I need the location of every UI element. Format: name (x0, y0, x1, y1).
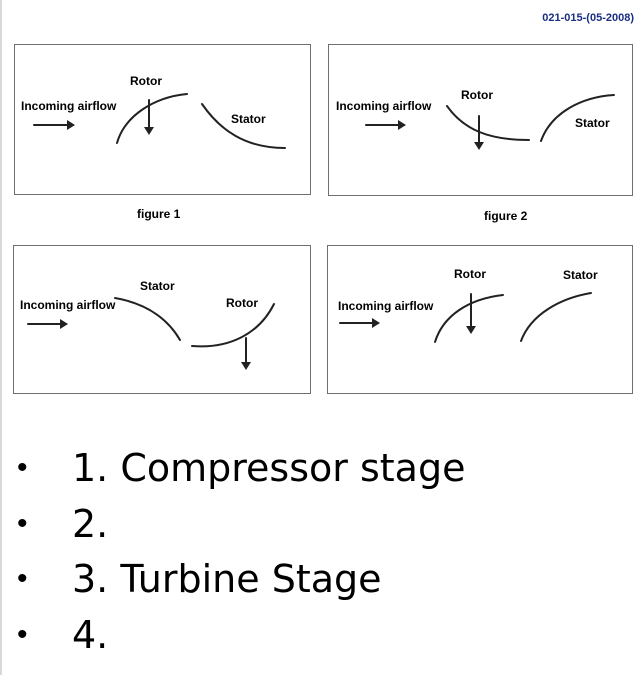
airflow-arrowhead (60, 319, 68, 329)
stator-label: Stator (563, 268, 598, 282)
rotor-blade (434, 294, 504, 343)
stator-blade (114, 297, 181, 341)
list-item-text: 1. Compressor stage (72, 446, 466, 490)
incoming-airflow-label: Incoming airflow (20, 298, 116, 312)
figure-2-caption: figure 2 (484, 209, 528, 223)
rotor-label: Rotor (461, 88, 493, 102)
figure-2-panel: Incoming airflow Rotor Stator (328, 44, 633, 196)
rotor-label: Rotor (454, 267, 486, 281)
incoming-airflow-label: Incoming airflow (336, 99, 432, 113)
rotor-label: Rotor (226, 296, 258, 310)
incoming-airflow-label: Incoming airflow (21, 99, 117, 113)
incoming-airflow-label: Incoming airflow (338, 299, 434, 313)
stator-label: Stator (231, 112, 266, 126)
rotor-label: Rotor (130, 74, 162, 88)
list-item: • 1. Compressor stage (0, 446, 640, 504)
airflow-arrowhead (67, 120, 75, 130)
figure-1-panel: Incoming airflow Rotor Stator (14, 44, 311, 195)
figure-1-caption: figure 1 (137, 207, 181, 221)
bullet-icon: • (17, 562, 28, 595)
figure-4-drawing (339, 292, 592, 343)
figure-2-drawing (365, 94, 615, 150)
stator-blade (520, 292, 592, 342)
bullet-icon: • (17, 617, 28, 651)
bullet-icon: • (17, 506, 28, 540)
rotor-blade (191, 303, 275, 348)
answer-list: • 1. Compressor stage • 2. • 3. Turbine … (0, 446, 640, 671)
list-item-text: 4. (72, 612, 109, 657)
rotor-force-arrowhead (241, 362, 251, 370)
list-item: • 3. Turbine Stage (0, 557, 640, 615)
stator-blade (201, 103, 286, 149)
bullet-icon: • (17, 451, 28, 484)
list-item-text: 3. Turbine Stage (72, 557, 382, 601)
stator-label: Stator (575, 116, 610, 130)
stator-label: Stator (140, 279, 175, 293)
rotor-force-arrowhead (144, 127, 154, 135)
rotor-blade (446, 105, 530, 141)
figure-4-panel: Incoming airflow Rotor Stator (327, 245, 633, 394)
rotor-force-arrowhead (474, 142, 484, 150)
reference-code: 021-015-(05-2008) (542, 12, 634, 24)
slide-left-edge (0, 0, 2, 675)
list-item-text: 2. (72, 501, 109, 546)
stator-blade (540, 94, 615, 142)
figure-3-drawing (27, 297, 275, 370)
airflow-arrowhead (372, 318, 380, 328)
airflow-arrowhead (398, 120, 406, 130)
rotor-blade (116, 93, 188, 144)
figure-1-drawing (33, 93, 286, 149)
list-item: • 2. (0, 501, 640, 560)
rotor-force-arrowhead (466, 326, 476, 334)
list-item: • 4. (0, 612, 640, 671)
figure-3-panel: Incoming airflow Stator Rotor (13, 245, 311, 394)
